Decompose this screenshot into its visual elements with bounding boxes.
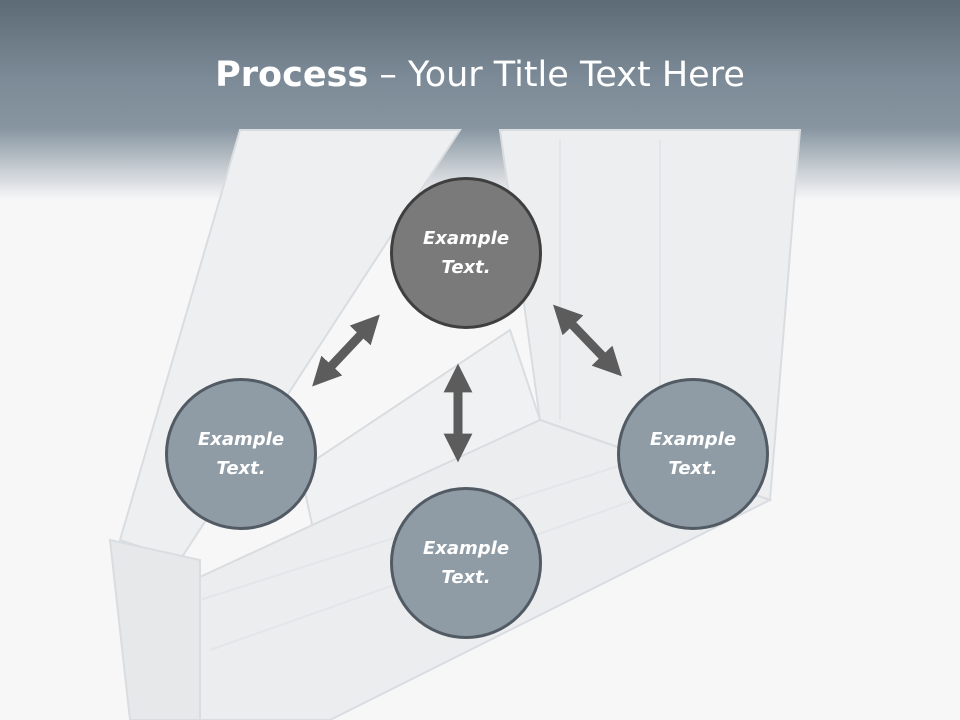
node-bottom: Example Text.: [390, 487, 542, 639]
node-top-text: Example Text.: [422, 228, 510, 278]
node-left-text: Example Text.: [197, 429, 285, 479]
title-rest: – Your Title Text Here: [368, 55, 745, 95]
arrow-top-right: [553, 304, 622, 377]
arrow-top-left: [312, 314, 380, 387]
node-right-text: Example Text.: [649, 429, 737, 479]
title-bold: Process: [215, 55, 369, 95]
node-bottom-text: Example Text.: [422, 538, 510, 588]
title-band: [0, 0, 960, 200]
node-left: Example Text.: [165, 378, 317, 530]
slide-title: Process – Your Title Text Here: [0, 52, 960, 98]
node-top: Example Text.: [390, 177, 542, 329]
node-right: Example Text.: [617, 378, 769, 530]
